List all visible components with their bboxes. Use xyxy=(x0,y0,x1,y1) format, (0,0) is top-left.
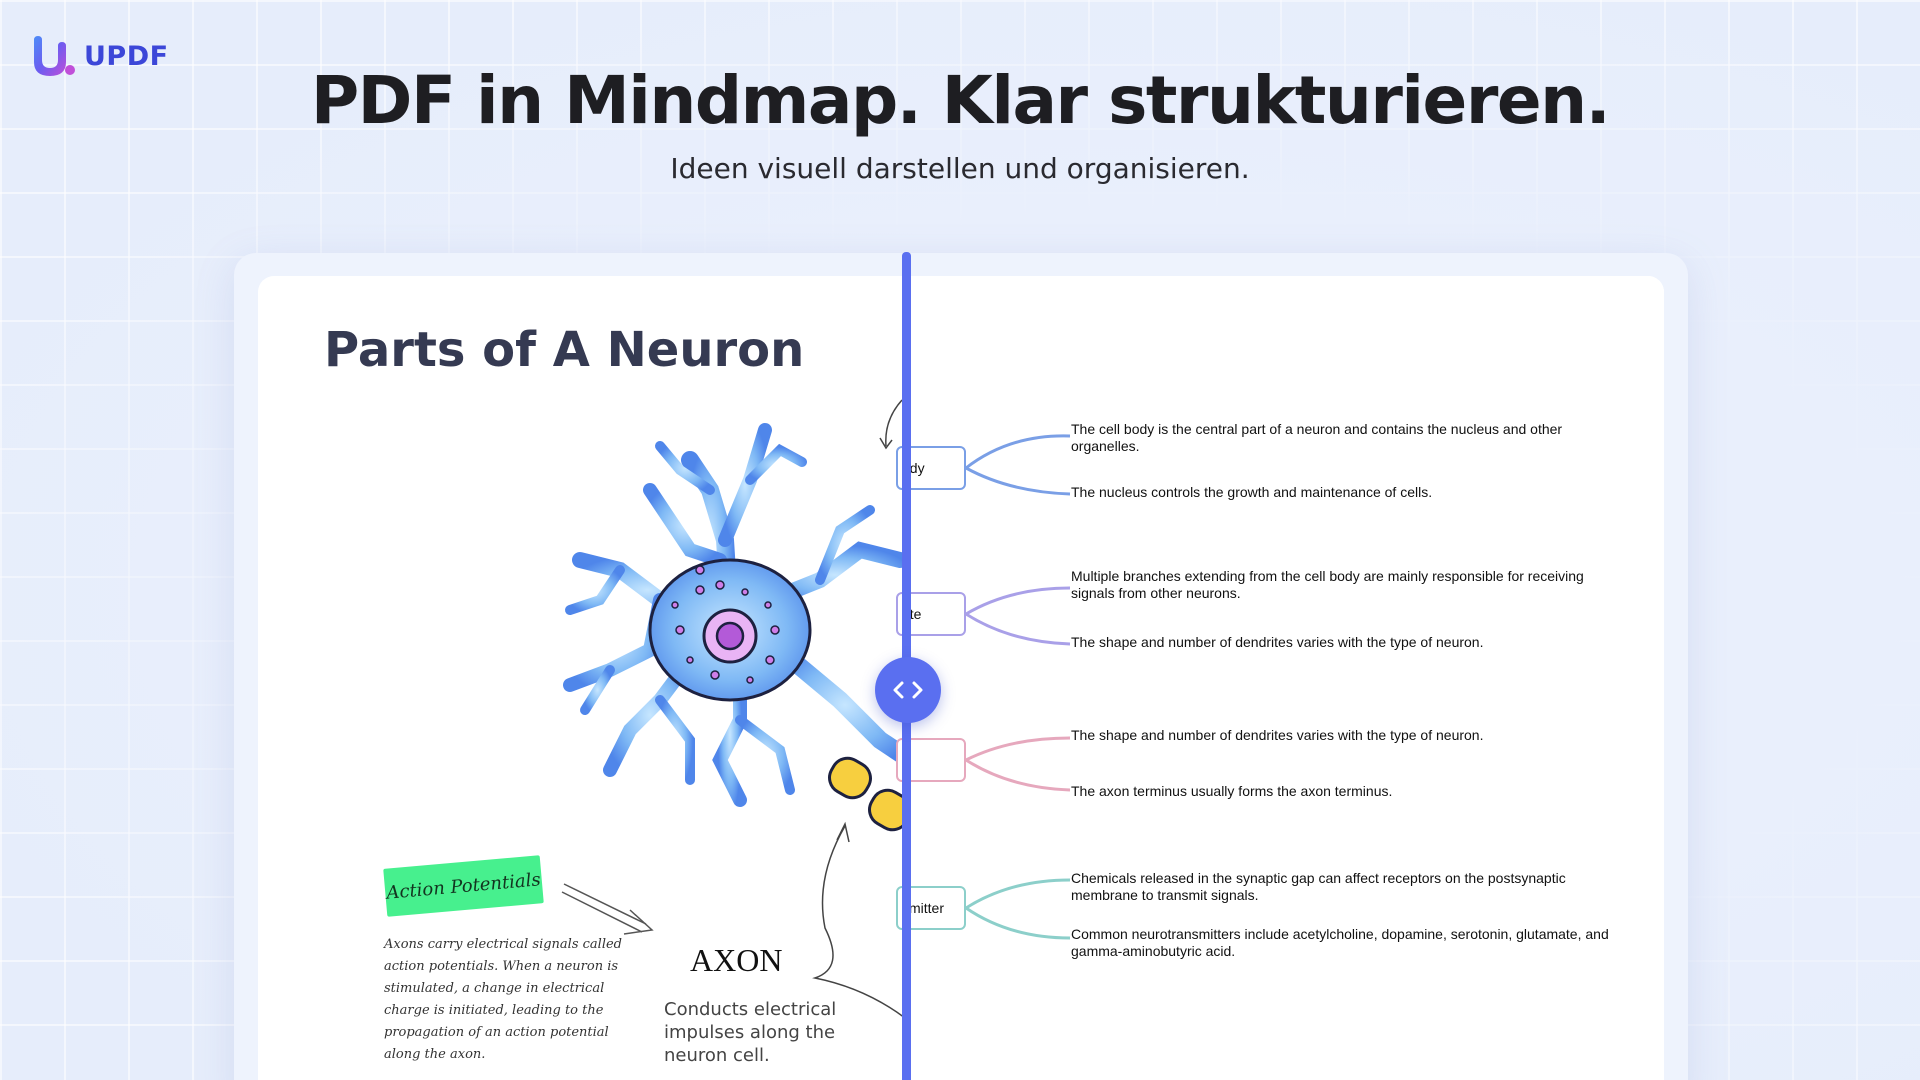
updf-logo-icon xyxy=(34,36,75,76)
mindmap-leaf[interactable]: Common neurotransmitters include acetylc… xyxy=(1071,926,1609,959)
axon-description: Conducts electrical impulses along the n… xyxy=(664,999,837,1066)
node-label: smitter xyxy=(902,900,944,916)
mindmap-pane xyxy=(910,276,1664,1080)
annotation-arrow xyxy=(879,399,903,450)
chevron-left-right-icon xyxy=(893,681,923,699)
brand-logo[interactable]: UPDF xyxy=(28,34,169,78)
hero-subtitle: Ideen visuell darstellen und organisiere… xyxy=(670,152,1250,185)
axon-callout-line xyxy=(812,821,906,1019)
double-arrow-icon xyxy=(561,883,654,935)
mindmap-connectors xyxy=(965,434,1071,940)
mindmap-leaf[interactable]: The axon terminus usually forms the axon… xyxy=(1071,783,1393,799)
mindmap-leaf[interactable]: Chemicals released in the synaptic gap c… xyxy=(1071,870,1566,903)
neuron-illustration xyxy=(563,423,910,832)
brand-name: UPDF xyxy=(84,40,169,72)
mindmap-leaf[interactable]: The shape and number of dendrites varies… xyxy=(1071,634,1484,650)
mindmap-leaf[interactable]: The cell body is the central part of a n… xyxy=(1071,421,1563,454)
comparison-slider-handle[interactable] xyxy=(875,657,941,723)
axon-title: AXON xyxy=(690,942,783,978)
mindmap-leaf[interactable]: Multiple branches extending from the cel… xyxy=(1071,568,1584,601)
mindmap-leaf[interactable]: The nucleus controls the growth and main… xyxy=(1071,484,1433,500)
action-potentials-text: Axons carry electrical signals called ac… xyxy=(384,937,622,1062)
document-title: Parts of A Neuron xyxy=(324,322,805,378)
hero-title: PDF in Mindmap. Klar strukturieren. xyxy=(310,62,1611,139)
mindmap-leaf[interactable]: The shape and number of dendrites varies… xyxy=(1071,727,1484,743)
